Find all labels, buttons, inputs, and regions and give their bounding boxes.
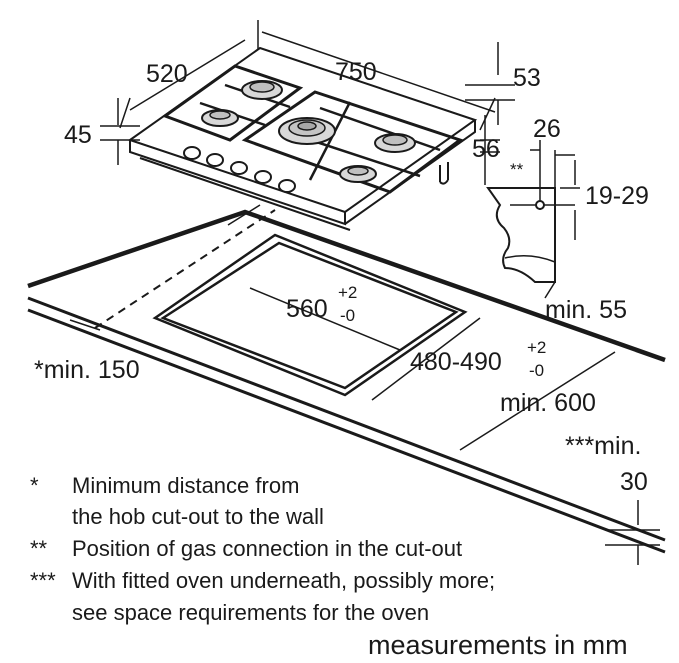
label-min-55: min. 55 — [545, 296, 627, 324]
label-cutout-560-tol-plus: +2 — [338, 283, 357, 302]
label-min-150: *min. 150 — [34, 356, 140, 384]
note-2-line-1: Position of gas connection in the cut-ou… — [72, 536, 462, 561]
burner-front-right — [339, 165, 377, 183]
burner-rear-right — [374, 133, 416, 153]
burner-front-left — [201, 109, 239, 127]
footer-units: measurements in mm — [368, 630, 628, 660]
note-3-line-2: see space requirements for the oven — [72, 600, 429, 625]
label-conn-double-star: ** — [510, 160, 524, 179]
burner-wok-center — [278, 117, 336, 145]
note-1-line-2: the hob cut-out to the wall — [72, 504, 324, 529]
control-knobs — [183, 146, 296, 193]
cutout-opening — [152, 233, 468, 397]
note-3-marker: *** — [30, 568, 56, 593]
hob-dimension-lines — [100, 20, 515, 226]
note-1-marker: * — [30, 473, 39, 498]
note-1-line-1: Minimum distance from — [72, 473, 299, 498]
gas-hob — [127, 46, 478, 231]
footnotes: * Minimum distance from the hob cut-out … — [30, 473, 495, 625]
label-width-750: 750 — [335, 58, 377, 86]
gas-connector — [439, 162, 449, 185]
cutout-dimension-lines — [69, 287, 660, 565]
label-height-45: 45 — [64, 121, 92, 149]
note-2-marker: ** — [30, 536, 48, 561]
label-cutout-480: 480-490 — [410, 348, 502, 376]
note-3-line-1: With fitted oven underneath, possibly mo… — [72, 568, 495, 593]
label-cutout-560: 560 — [286, 295, 328, 323]
hob-front-edge — [129, 140, 346, 226]
label-min-600: min. 600 — [500, 389, 596, 417]
label-side-56: 56 — [472, 135, 500, 163]
label-min-30-value: 30 — [620, 468, 648, 496]
label-top-53: 53 — [513, 64, 541, 92]
label-conn-26: 26 — [533, 115, 561, 143]
worktop — [27, 209, 666, 554]
label-min-30-prefix: ***min. — [565, 432, 641, 460]
label-cutout-480-tol-minus: -0 — [529, 361, 544, 380]
label-conn-19-29: 19-29 — [585, 182, 649, 210]
gas-connection-detail — [486, 140, 580, 299]
label-cutout-480-tol-plus: +2 — [527, 338, 546, 357]
label-cutout-560-tol-minus: -0 — [340, 306, 355, 325]
burner-rear-left — [241, 80, 283, 100]
label-depth-520: 520 — [146, 60, 188, 88]
